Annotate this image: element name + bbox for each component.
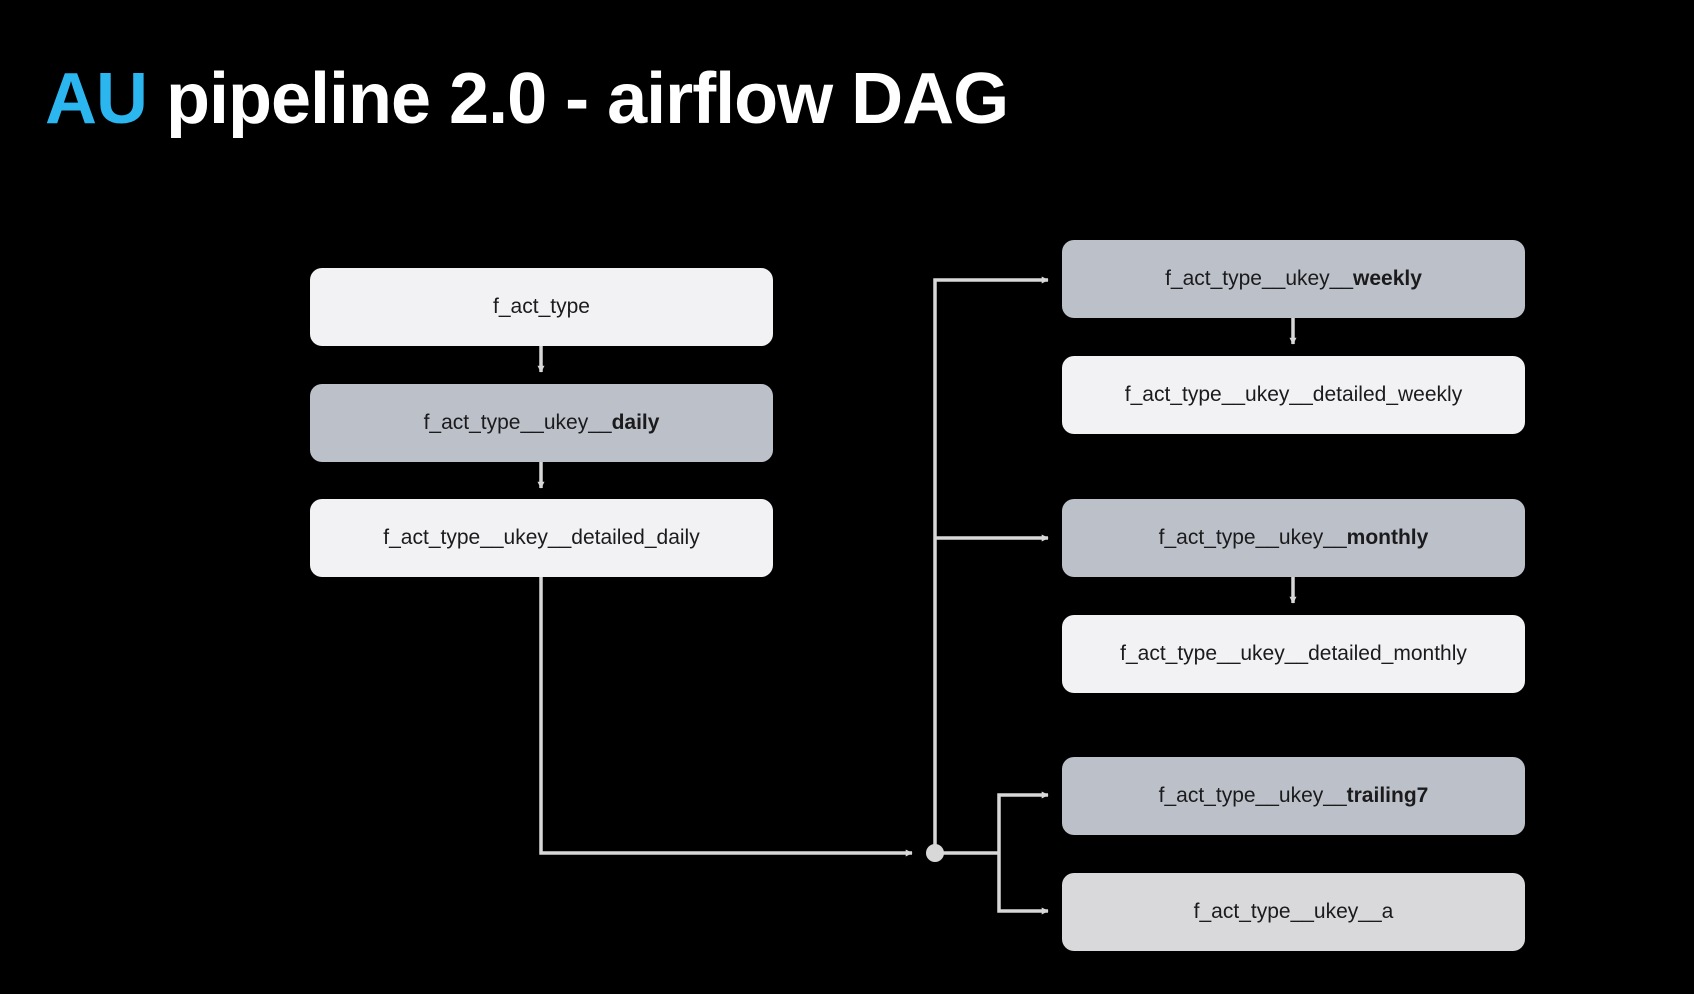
node-detailed-weekly-label: f_act_type__ukey__detailed_weekly	[1124, 383, 1463, 406]
node-act-type: f_act_type	[310, 268, 773, 346]
node-monthly-suffix: monthly	[1346, 526, 1429, 549]
node-monthly-label: f_act_type__ukey__	[1158, 526, 1347, 549]
node-trailing7: f_act_type__ukey__trailing7	[1062, 757, 1525, 835]
node-weekly: f_act_type__ukey__weekly	[1062, 240, 1525, 318]
page-title: AU pipeline 2.0 - airflow DAG	[45, 58, 1009, 141]
node-a-label: f_act_type__ukey__a	[1193, 900, 1394, 923]
node-daily-suffix: daily	[611, 411, 660, 434]
edge-junction-to-weekly	[933, 276, 1049, 853]
node-trailing7-label: f_act_type__ukey__	[1158, 784, 1347, 807]
edge-junction-to-trailing7	[997, 791, 1049, 853]
node-act-type-label: f_act_type	[493, 295, 590, 318]
node-daily: f_act_type__ukey__daily	[310, 384, 773, 462]
node-detailed-monthly: f_act_type__ukey__detailed_monthly	[1062, 615, 1525, 693]
title-accent: AU	[45, 59, 148, 139]
node-weekly-suffix: weekly	[1353, 267, 1422, 290]
node-detailed-daily-label: f_act_type__ukey__detailed_daily	[383, 526, 700, 549]
node-weekly-label: f_act_type__ukey__	[1165, 267, 1354, 290]
junction-dot	[926, 844, 944, 862]
node-daily-label: f_act_type__ukey__	[423, 411, 612, 434]
edge-junction-to-a	[997, 853, 1049, 915]
edge-detailed-daily-to-junction	[539, 577, 913, 857]
node-detailed-weekly: f_act_type__ukey__detailed_weekly	[1062, 356, 1525, 434]
node-detailed-monthly-label: f_act_type__ukey__detailed_monthly	[1120, 642, 1467, 665]
node-detailed-daily: f_act_type__ukey__detailed_daily	[310, 499, 773, 577]
node-monthly: f_act_type__ukey__monthly	[1062, 499, 1525, 577]
node-trailing7-suffix: trailing7	[1346, 784, 1429, 807]
node-a: f_act_type__ukey__a	[1062, 873, 1525, 951]
title-text: pipeline 2.0 - airflow DAG	[166, 59, 1009, 139]
